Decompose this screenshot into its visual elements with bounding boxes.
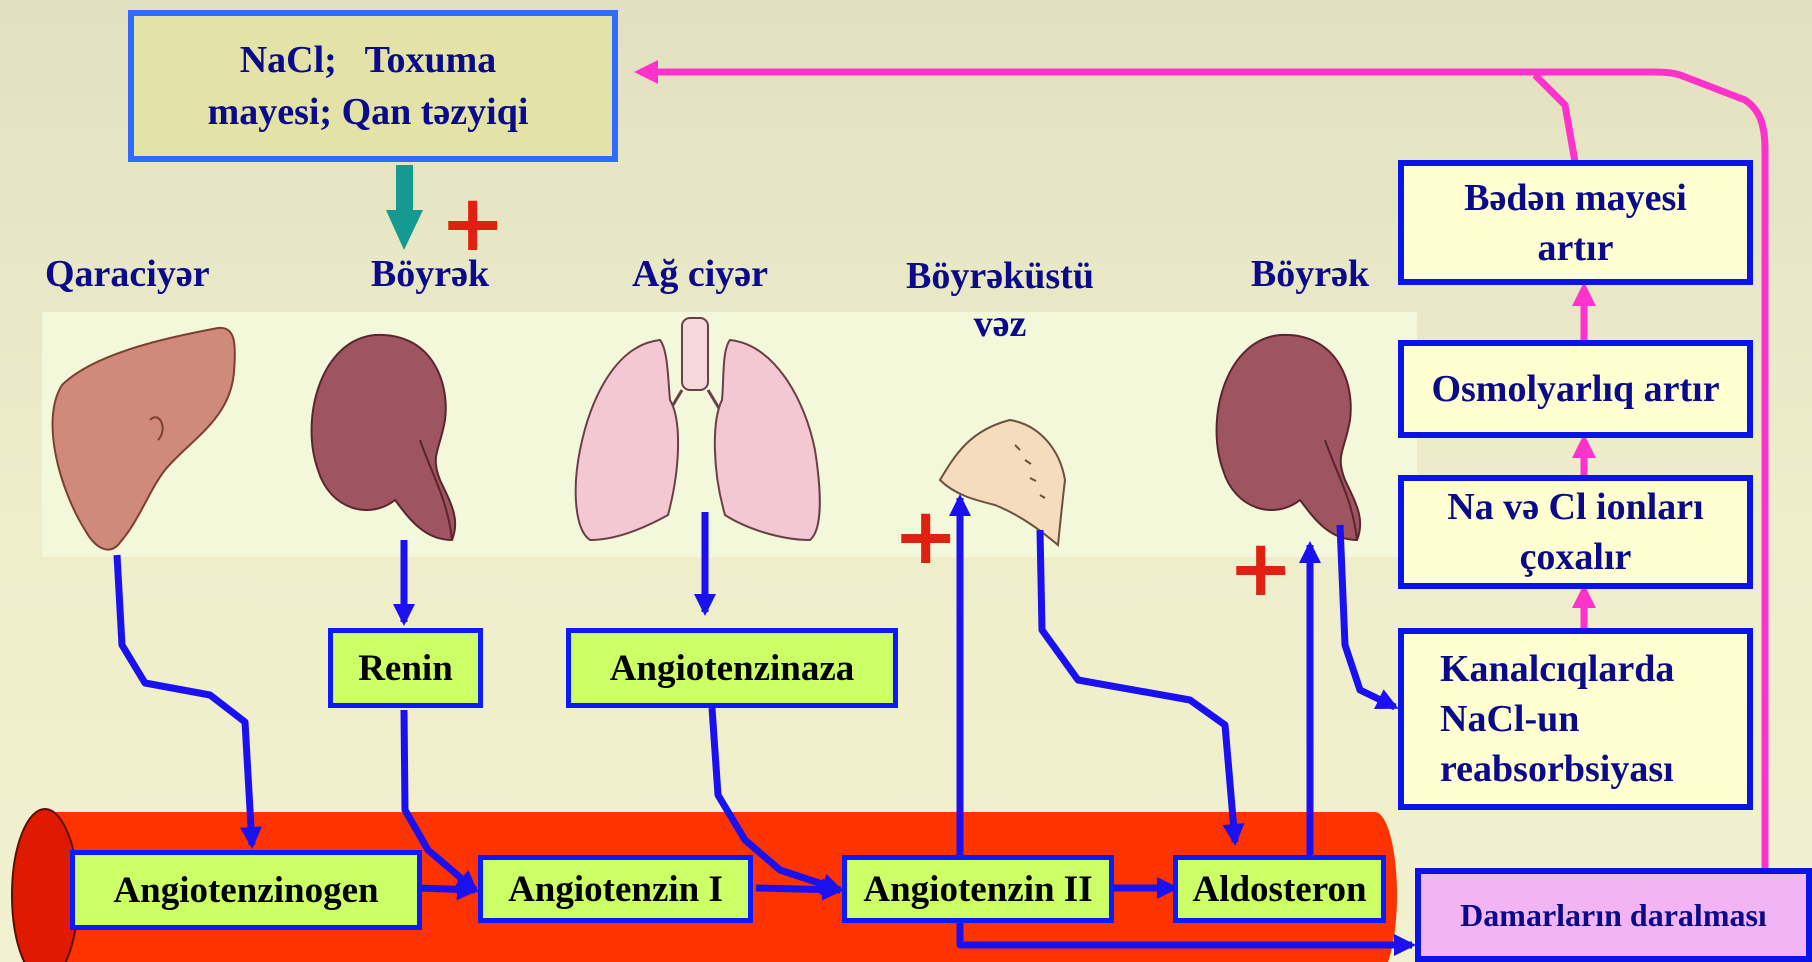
top-condition-box: NaCl; Toxuma mayesi; Qan təzyiqi bbox=[128, 10, 618, 162]
organ-label-adrenal: Böyrəküstü vəz bbox=[880, 252, 1120, 348]
top-box-line-1: NaCl; Toxuma bbox=[240, 34, 497, 86]
angiotensin-ii-box: Angiotenzin II bbox=[842, 855, 1114, 923]
organ-label-kidney: Böyrək bbox=[350, 252, 510, 296]
top-box-line-2: mayesi; Qan təzyiqi bbox=[208, 86, 529, 138]
vasoconstriction-box: Damarların daralması bbox=[1415, 868, 1812, 962]
plus-sign: + bbox=[1228, 530, 1293, 608]
angiotensin-i-box: Angiotenzin I bbox=[478, 855, 753, 923]
renin-box: Renin bbox=[328, 628, 483, 708]
ions-box: Na və Cl ionları çoxalır bbox=[1398, 475, 1753, 589]
adrenal-label-line-1: Böyrəküstü bbox=[880, 252, 1120, 300]
reabsorption-line-2: NaCl-un bbox=[1440, 694, 1579, 744]
angiotensinase-box: Angiotenzinaza bbox=[566, 628, 898, 708]
reabsorption-line-3: reabsorbsiyası bbox=[1440, 744, 1674, 794]
ions-line-1: Na və Cl ionları bbox=[1447, 482, 1703, 532]
teal-arrow bbox=[386, 165, 423, 250]
reabsorption-line-1: Kanalcıqlarda bbox=[1440, 644, 1674, 694]
adrenal-label-line-2: vəz bbox=[880, 300, 1120, 348]
body-fluid-line-1: Bədən mayesi bbox=[1464, 173, 1687, 223]
plus-sign: + bbox=[893, 498, 958, 576]
aldosterone-box: Aldosteron bbox=[1173, 855, 1386, 923]
ions-line-2: çoxalır bbox=[1520, 532, 1632, 582]
organ-label-liver: Qaraciyər bbox=[45, 252, 245, 296]
reabsorption-box: Kanalcıqlarda NaCl-un reabsorbsiyası bbox=[1398, 628, 1753, 810]
organ-label-lung: Ağ ciyər bbox=[610, 252, 790, 296]
osmolarity-box: Osmolyarlıq artır bbox=[1398, 340, 1753, 438]
body-fluid-line-2: artır bbox=[1538, 223, 1614, 273]
body-fluid-box: Bədən mayesi artır bbox=[1398, 160, 1753, 285]
angiotensinogen-box: Angiotenzinogen bbox=[70, 850, 422, 930]
organ-label-kidney: Böyrək bbox=[1235, 252, 1385, 296]
